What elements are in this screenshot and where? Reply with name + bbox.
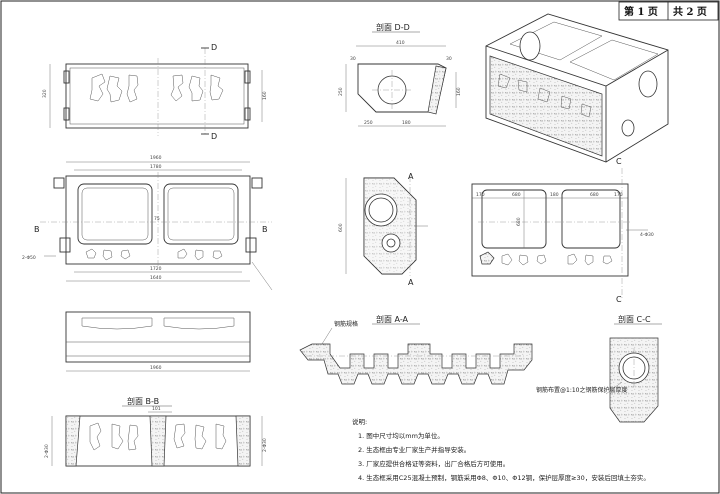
cut-mark-a-bottom: A: [408, 278, 414, 287]
notes-block: 说明: 1. 图中尺寸均以mm为单位。 2. 生态框由专业厂家生产并指导安装。 …: [352, 417, 650, 482]
section-cc-title: 剖面 C-C: [618, 314, 651, 324]
cc-note: 钢筋布置@1:10之钢筋保护层厚度: [536, 386, 627, 394]
note-item-3: 3. 厂家应提供合格证等资料，出厂合格后方可使用。: [358, 459, 509, 468]
dim-dd-h1: 250: [338, 87, 344, 96]
dim-right-h: 680: [516, 217, 522, 226]
dim-dd-b1: 250: [364, 120, 373, 126]
section-cc: 剖面 C-C 钢筋布置@1:10之钢筋保护层厚度: [536, 314, 662, 423]
right-leader-label: 4-Φ30: [640, 232, 654, 238]
note-item-2: 2. 生态框由专业厂家生产并指导安装。: [358, 445, 470, 454]
side-view-a: 600 A A: [338, 172, 428, 287]
note-item-1: 1. 图中尺寸均以mm为单位。: [358, 431, 444, 440]
isometric-view: [485, 13, 669, 163]
title-block: 第 1 页 共 2 页: [618, 1, 719, 21]
dim-bb-top: 101: [152, 406, 161, 412]
cut-mark-b-left: B: [34, 225, 40, 234]
right-elevation: 170 680 180 680 170 680 C C 4-Φ30: [471, 157, 654, 304]
long-side-view: 1960: [65, 311, 251, 372]
dim-front-inner: 1780: [150, 164, 162, 170]
dim-right-w4: 680: [590, 192, 599, 198]
section-aa: 剖面 A-A 钢筋规格: [299, 314, 533, 385]
dim-front-total: 1960: [150, 155, 162, 161]
dim-dd-top: 410: [396, 40, 405, 46]
dim-top-half: 160: [262, 91, 268, 100]
dim-dd-sub-left: 30: [350, 56, 356, 62]
dim-front-bottom-inner: 1720: [150, 266, 162, 272]
section-dd-title: 剖面 D-D: [376, 22, 410, 32]
dim-dd-b2: 180: [402, 120, 411, 126]
dim-front-bottom-total: 1640: [150, 275, 162, 281]
cut-mark-a-top: A: [408, 172, 414, 181]
dim-plan-bottom: 1960: [150, 365, 162, 371]
dim-right-w3: 180: [550, 192, 559, 198]
bb-leader-label: 2-Φ30: [44, 444, 50, 458]
total-sheets: 共 2 页: [673, 5, 707, 18]
dim-right-w2: 680: [512, 192, 521, 198]
cut-mark-c-bottom: C: [616, 295, 622, 304]
dim-right-w1: 170: [476, 192, 485, 198]
cut-mark-d-top: D: [211, 43, 217, 52]
section-aa-title: 剖面 A-A: [376, 314, 409, 324]
notes-heading: 说明:: [352, 417, 367, 426]
dim-dd-sub-right: 30: [446, 56, 452, 62]
dim-right-w5: 170: [614, 192, 623, 198]
dim-side-h: 600: [338, 223, 344, 232]
plan-view-top: D D 320 160: [42, 43, 268, 141]
dim-front-mid: 75: [154, 216, 160, 222]
front-elevation: 1960 1780 75 B B 2-Φ50 1720 1640: [22, 155, 273, 291]
dim-bb-right: 2-Φ30: [262, 438, 268, 452]
section-bb: 剖面 B-B 101 2-Φ30 2-Φ30: [44, 396, 268, 467]
cut-mark-d-bottom: D: [211, 132, 217, 141]
cut-mark-c-top: C: [616, 157, 622, 166]
dim-dd-h2: 160: [456, 87, 462, 96]
note-item-4: 4. 生态框采用C25混凝土预制，钢筋采用Φ8、Φ10、Φ12钢，保护层厚度≥3…: [358, 473, 650, 482]
dim-top-height: 320: [42, 89, 48, 98]
sheet-number: 第 1 页: [624, 5, 658, 18]
aa-note: 钢筋规格: [334, 320, 358, 328]
cut-mark-b-right: B: [262, 225, 268, 234]
section-bb-title: 剖面 B-B: [127, 396, 159, 406]
front-leader-label: 2-Φ50: [22, 255, 36, 261]
section-dd: 剖面 D-D 410 30 30 250 160 250 180: [338, 22, 462, 127]
